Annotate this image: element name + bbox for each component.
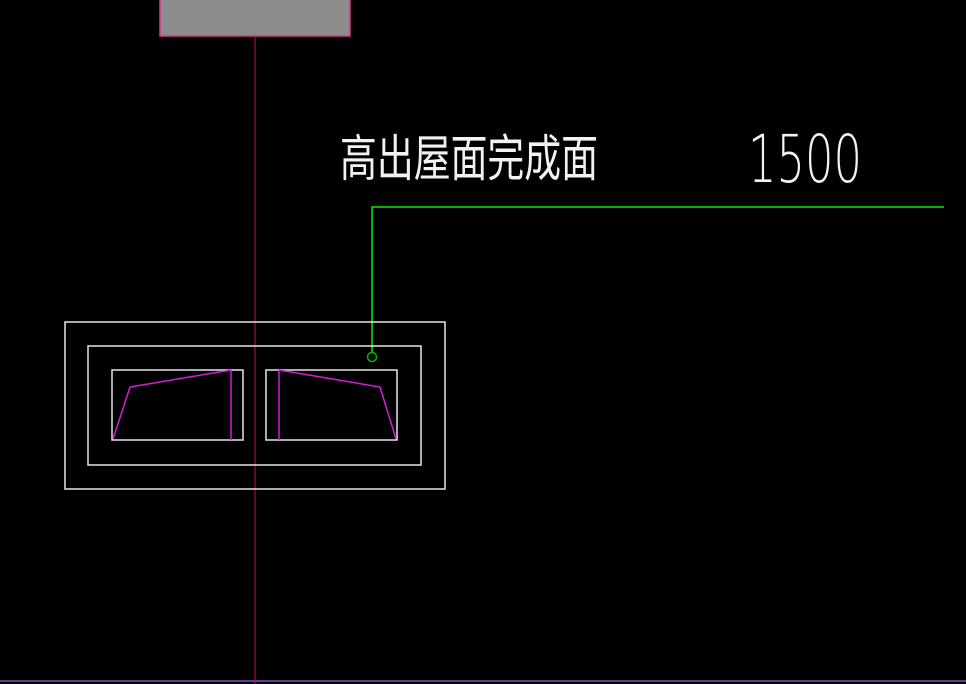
louver-left-profile[interactable] xyxy=(112,369,232,440)
vent-opening-right[interactable] xyxy=(265,369,398,441)
column-block[interactable] xyxy=(159,0,351,37)
vent-outer-frame[interactable] xyxy=(64,321,446,490)
vent-inner-frame[interactable] xyxy=(87,345,422,466)
leader-anchor-circle[interactable] xyxy=(366,351,378,363)
vent-opening-left[interactable] xyxy=(111,369,244,441)
louver-right-profile[interactable] xyxy=(278,369,397,440)
elevation-value[interactable]: 1500 xyxy=(748,121,862,198)
elevation-label[interactable]: 高出屋面完成面 xyxy=(340,130,598,188)
leader-line[interactable] xyxy=(371,206,944,353)
